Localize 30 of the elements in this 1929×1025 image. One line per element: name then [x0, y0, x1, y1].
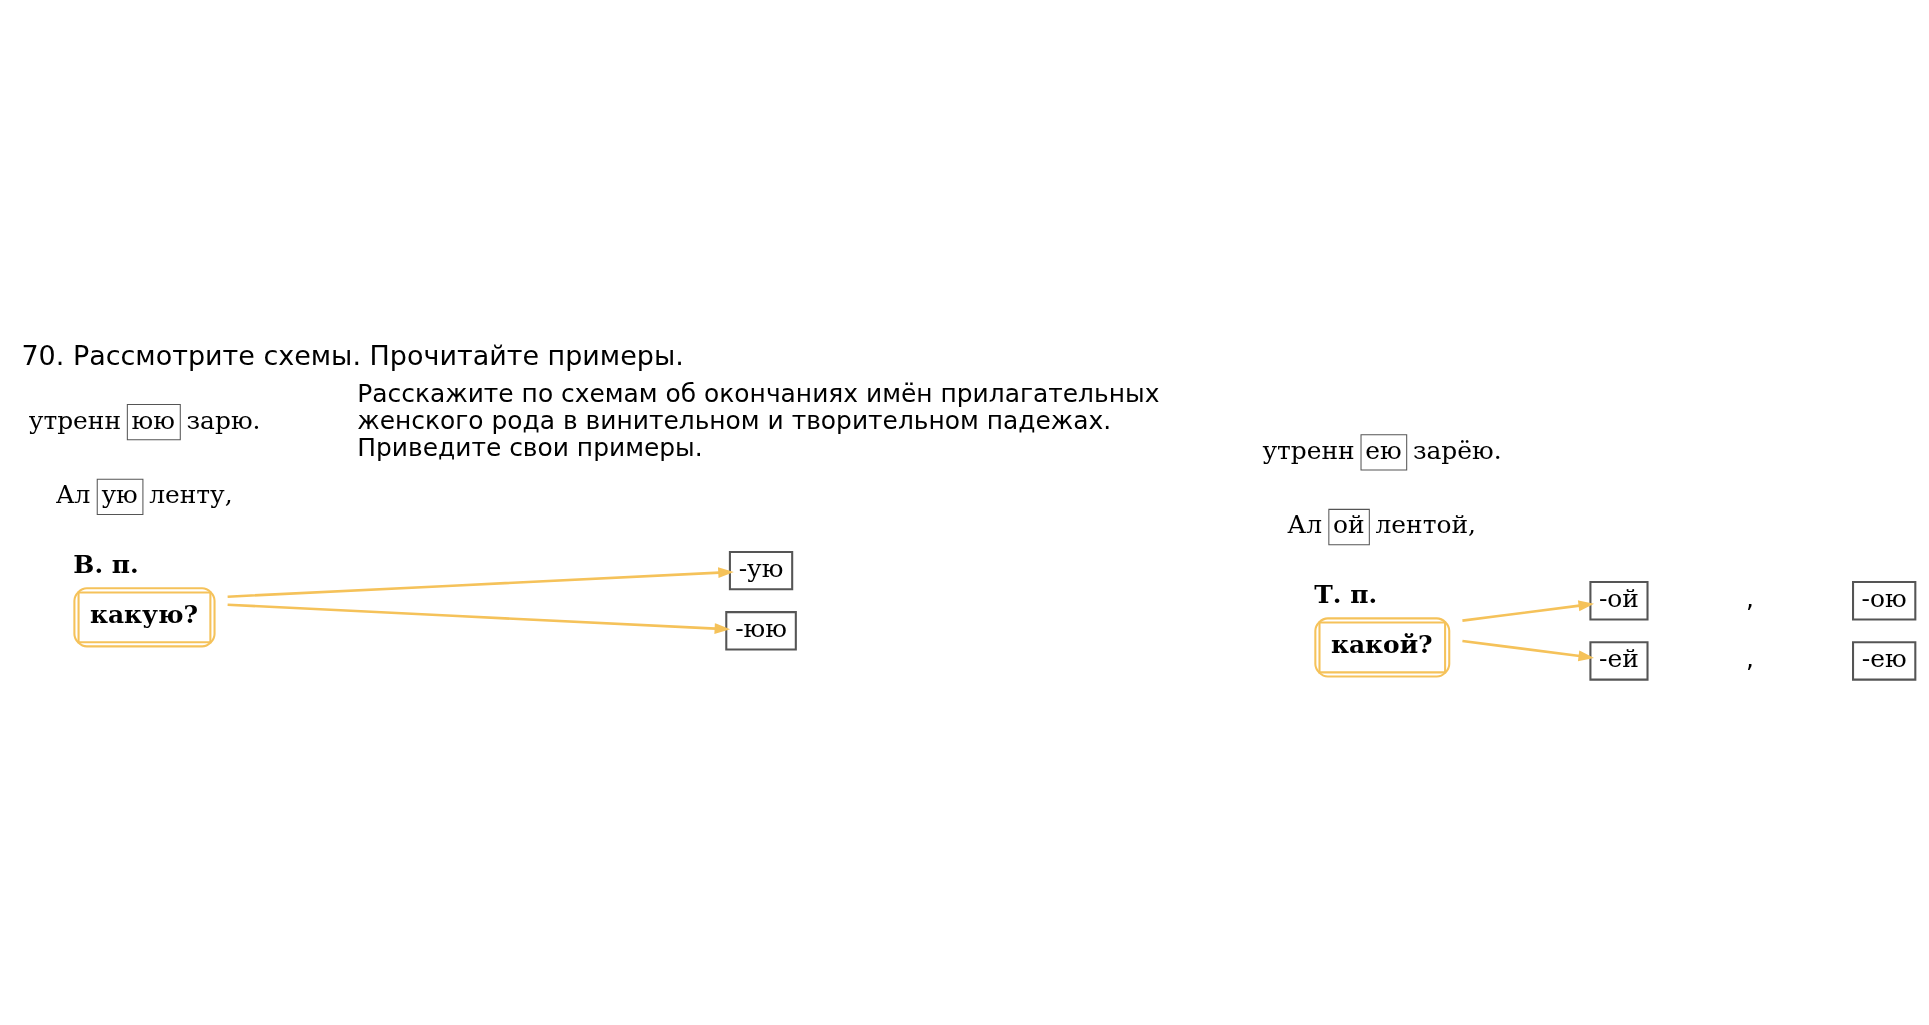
node-box: какой? [1314, 617, 1451, 678]
node-box: -юю [725, 611, 797, 651]
node-box: ую [96, 478, 144, 516]
node-label: Ал [55, 480, 91, 510]
node-box: юю [126, 404, 181, 441]
node-label: лентой, [1375, 510, 1477, 540]
arrow [227, 567, 734, 598]
node-box: -ей [1589, 641, 1649, 681]
node-box: -ею [1852, 641, 1917, 681]
node-label: Ал [1287, 510, 1323, 540]
node-box: ею [1360, 434, 1408, 471]
arrow [227, 603, 731, 635]
node-box: -ою [1852, 581, 1917, 621]
node-box: какую? [73, 587, 216, 648]
arrow [1462, 639, 1595, 662]
node-label: зарёю. [1412, 435, 1502, 465]
node-box: -ую [728, 550, 794, 591]
node-box: -ой [1589, 581, 1649, 621]
node-label: Т. п. [1314, 580, 1378, 610]
label: , [1746, 584, 1755, 614]
label: Расскажите по схемам об окончаниях имён прилагательных женского рода в винительном и творительном падежах. Приведите свои примеры. [357, 378, 1160, 462]
node-label: В. п. [73, 549, 139, 579]
arrow [1462, 600, 1595, 622]
node-label: утренн [1262, 435, 1355, 465]
node-label: ленту, [149, 480, 233, 510]
label: , [1746, 644, 1755, 674]
node-box: ой [1328, 508, 1370, 546]
node-label: зарю. [186, 405, 261, 435]
node-label: утренн [28, 405, 122, 435]
diagram-title: 70. Рассмотрите схемы. Прочитайте примеры. [21, 339, 684, 371]
